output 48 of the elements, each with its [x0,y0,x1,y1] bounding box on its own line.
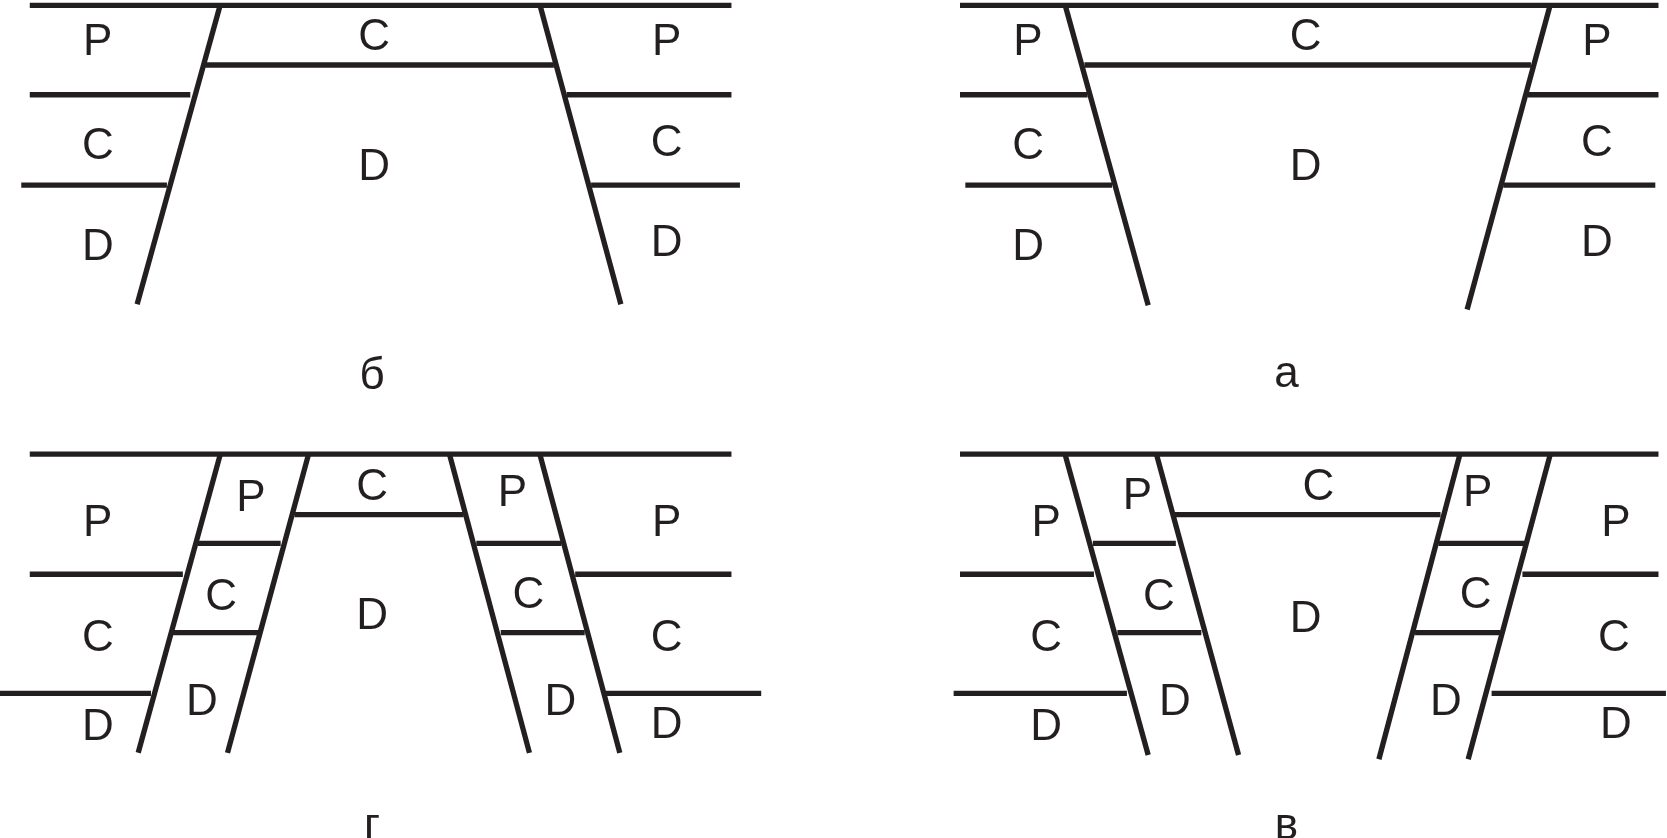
layer-label: D [1600,700,1632,745]
layer-label: P [1463,469,1493,514]
layer-label: D [1030,703,1062,748]
layer-label: P [1601,498,1631,543]
layer-label: D [1158,677,1191,722]
layer-label: C [650,613,683,658]
layer-label: P [1122,472,1153,517]
layer-label: P [83,18,113,63]
layer-label: C [358,13,391,58]
layer-label: D [1429,677,1462,722]
panel-label: г [364,801,381,838]
layer-label: D [1012,222,1044,267]
layer-label: D [186,677,218,722]
layer-label: D [81,222,114,267]
panel-label: б [359,352,385,397]
layer-label: P [1031,498,1061,543]
layer-label: C [1597,613,1630,658]
layer-label: C [1580,119,1613,164]
layer-label: C [81,613,114,658]
layer-label: C [1142,573,1175,618]
layer-label: D [1580,219,1613,264]
layer-label: C [1012,121,1044,166]
layer-label: D [650,219,683,264]
layer-label: D [81,703,114,748]
layer-label: C [512,571,545,616]
layer-label: P [236,474,266,519]
layer-label: C [1302,462,1335,507]
layer-label: C [650,119,683,164]
layer-label: P [497,469,528,514]
layer-label: P [1013,18,1043,63]
layer-label: C [1289,13,1322,58]
layer-label: C [81,121,114,166]
layer-label: C [1459,571,1492,616]
layer-label: C [1030,613,1062,658]
layer-label: D [1289,142,1322,187]
layer-label: D [358,142,391,187]
layer-label: P [83,498,113,543]
layer-label: D [544,677,577,722]
layer-label: P [651,498,682,543]
layer-label: D [1289,594,1322,639]
layer-label: P [1582,18,1612,63]
layer-label: C [205,573,237,618]
layer-label: C [356,462,388,507]
panel-label: а [1274,350,1299,395]
panel-label: в [1274,801,1299,838]
layer-label: D [356,592,388,637]
layer-label: P [651,18,682,63]
layer-label: D [650,700,683,745]
